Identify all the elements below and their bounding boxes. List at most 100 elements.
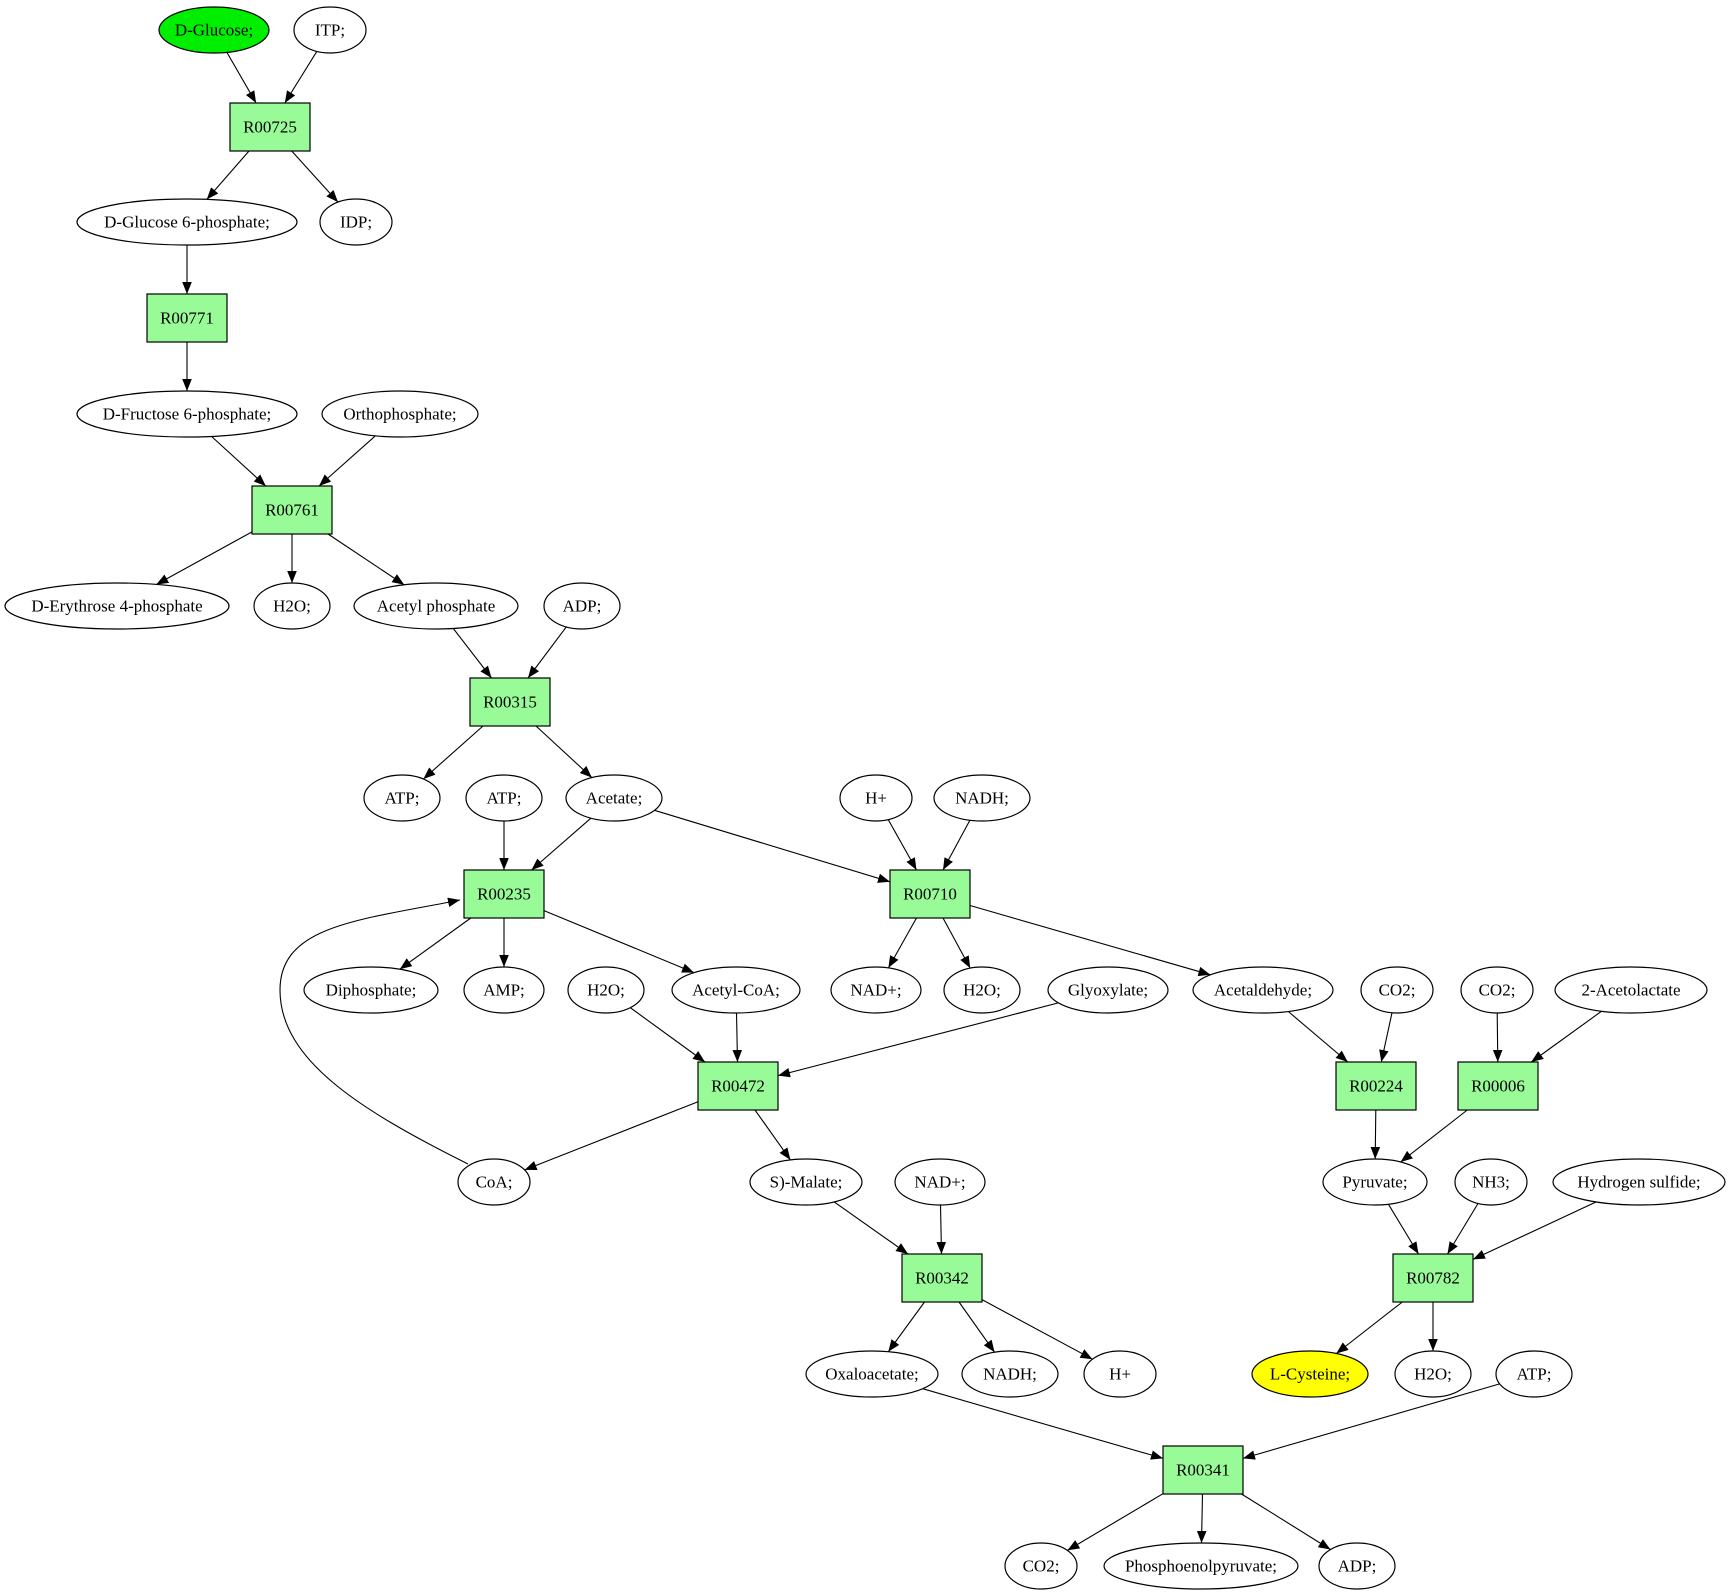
node-label: H+ (1109, 1365, 1131, 1384)
metabolite-ellipse (839, 774, 913, 822)
metabolite-ellipse (76, 198, 298, 246)
metabolite-ellipse (363, 774, 441, 822)
edge-r00235-to-diphos (399, 917, 472, 970)
node-label: R00341 (1176, 1461, 1230, 1480)
node-label: H+ (865, 789, 887, 808)
edge-ortho-to-r00761 (318, 435, 376, 487)
metabolite-node-acetate: Acetate; (565, 774, 663, 822)
reaction-node-r00235: R00235 (463, 869, 545, 919)
node-label: ADP; (1338, 1557, 1377, 1576)
reaction-box (251, 485, 333, 535)
node-label: Acetyl phosphate (377, 597, 496, 616)
edge-r00710-to-h2o3 (942, 917, 971, 969)
edge-h2o2-to-r00472 (629, 1007, 706, 1063)
metabolite-ellipse (465, 774, 543, 822)
metabolite-ellipse (933, 774, 1031, 822)
metabolite-ellipse (1495, 1350, 1573, 1398)
edge-acetate-to-r00710 (654, 809, 891, 883)
metabolite-ellipse (1394, 1350, 1472, 1398)
metabolite-ellipse (894, 1158, 986, 1206)
metabolite-ellipse (1454, 1158, 1528, 1206)
metabolite-ellipse (805, 1350, 939, 1398)
metabolite-ellipse (303, 966, 439, 1014)
node-label: R00725 (243, 118, 297, 137)
node-label: CO2; (1379, 981, 1416, 1000)
edge-r00725-to-idp (291, 150, 339, 203)
metabolite-node-atp1: ATP; (363, 774, 441, 822)
metabolite-node-co2b: CO2; (1460, 966, 1534, 1014)
edge-malate-to-r00342 (833, 1201, 909, 1255)
edge-pyruvate-to-r00782 (1387, 1203, 1419, 1255)
edge-atp3-to-r00341 (1242, 1383, 1500, 1460)
reaction-node-r00725: R00725 (229, 102, 311, 152)
edge-adp1-to-r00315 (527, 626, 567, 679)
reaction-box (146, 293, 228, 343)
metabolite-node-nadh2: NADH; (961, 1350, 1059, 1398)
metabolite-node-amp: AMP; (463, 966, 545, 1014)
node-label: D-Erythrose 4-phosphate (31, 597, 202, 616)
metabolite-node-itp: ITP; (293, 6, 367, 54)
reaction-box (469, 677, 551, 727)
metabolite-node-hplus2: H+ (1083, 1350, 1157, 1398)
edge-co2a-to-r00224 (1379, 1012, 1393, 1063)
metabolite-ellipse (1318, 1542, 1396, 1590)
edge-r00782-to-cys (1335, 1301, 1403, 1354)
node-label: S)-Malate; (770, 1173, 843, 1192)
metabolite-node-idp: IDP; (319, 198, 393, 246)
node-label: Oxaloacetate; (825, 1365, 918, 1384)
edge-r00006-to-pyruvate (1400, 1109, 1468, 1163)
edge-r00761-to-e4p (156, 531, 253, 585)
node-label: R00342 (915, 1269, 969, 1288)
edge-acoa-to-r00472 (732, 1012, 743, 1063)
reaction-node-r00006: R00006 (1457, 1061, 1539, 1111)
node-label: ATP; (487, 789, 522, 808)
metabolite-ellipse (565, 774, 663, 822)
reaction-box (697, 1061, 779, 1111)
metabolite-ellipse (463, 966, 545, 1014)
metabolite-ellipse (749, 1158, 863, 1206)
reaction-box (901, 1253, 983, 1303)
edge-r00342-to-oaa (887, 1301, 925, 1353)
metabolite-node-h2o4: H2O; (1394, 1350, 1472, 1398)
metabolite-node-nadh1: NADH; (933, 774, 1031, 822)
edge-oaa-to-r00341 (922, 1388, 1164, 1460)
metabolite-ellipse (1047, 966, 1169, 1014)
edge-r00341-to-pep (1196, 1493, 1207, 1544)
metabolite-node-atp2: ATP; (465, 774, 543, 822)
metabolite-ellipse (1251, 1350, 1369, 1398)
metabolite-node-h2o2: H2O; (567, 966, 645, 1014)
edge-r00235-to-acoa (543, 910, 695, 974)
metabolite-node-oaa: Oxaloacetate; (805, 1350, 939, 1398)
metabolite-ellipse (830, 966, 922, 1014)
metabolite-node-h2o1: H2O; (253, 582, 331, 630)
metabolite-node-glucose: D-Glucose; (158, 6, 270, 54)
edge-r00761-to-acp (327, 533, 405, 586)
metabolite-node-nadp2: NAD+; (894, 1158, 986, 1206)
metabolite-node-adp1: ADP; (543, 582, 621, 630)
metabolite-node-acoa: Acetyl-CoA; (671, 966, 801, 1014)
metabolite-node-h2s: Hydrogen sulfide; (1552, 1158, 1726, 1206)
edge-r00315-to-acetate (535, 725, 593, 779)
reaction-node-r00342: R00342 (901, 1253, 983, 1303)
metabolite-ellipse (158, 6, 270, 54)
node-label: NADH; (955, 789, 1009, 808)
reaction-box (1457, 1061, 1539, 1111)
node-label: IDP; (340, 213, 372, 232)
edge-nadp2-to-r00342 (936, 1204, 947, 1255)
node-label: AMP; (483, 981, 525, 1000)
edge-acald-to-r00224 (1287, 1011, 1349, 1063)
node-label: ADP; (563, 597, 602, 616)
edge-r00315-to-atp1 (423, 725, 484, 780)
reaction-node-r00341: R00341 (1162, 1445, 1244, 1495)
edge-r00710-to-nadp1 (887, 917, 917, 969)
node-label: L-Cysteine; (1270, 1365, 1350, 1384)
metabolite-ellipse (1004, 1542, 1078, 1590)
edge-r00710-to-acald (969, 904, 1211, 977)
edge-h2s-to-r00782 (1472, 1201, 1597, 1260)
edge-itp-to-r00725 (284, 51, 318, 104)
reaction-node-r00761: R00761 (251, 485, 333, 535)
reaction-box (1162, 1445, 1244, 1495)
node-label: R00315 (483, 693, 537, 712)
reaction-node-r00224: R00224 (1335, 1061, 1417, 1111)
